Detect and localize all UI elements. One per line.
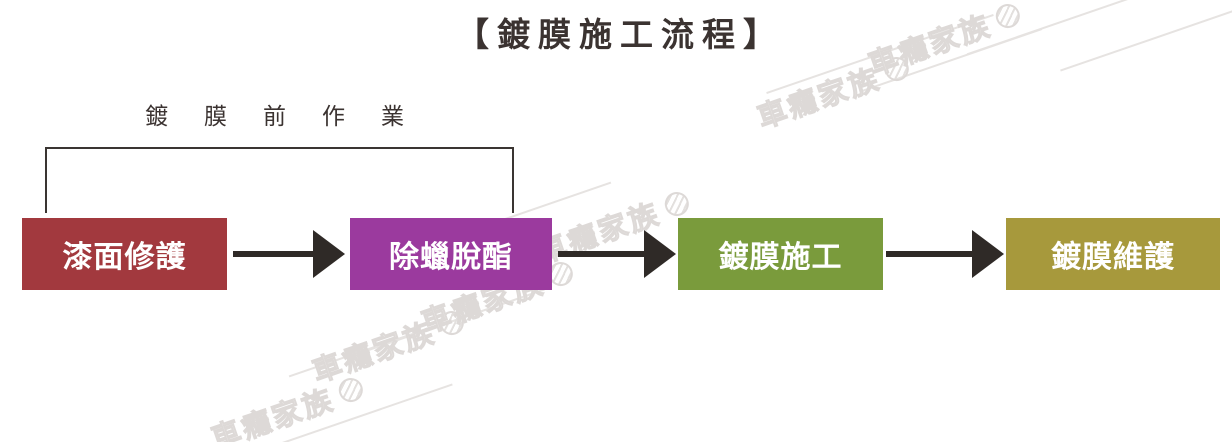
step-label: 鍍膜施工 bbox=[718, 240, 843, 275]
pre-coating-bracket bbox=[45, 147, 514, 213]
step-box-coating-maintain: 鍍膜維護 bbox=[1006, 218, 1220, 290]
step-box-coating-apply: 鍍膜施工 bbox=[678, 218, 883, 290]
arrow-shaft bbox=[558, 251, 648, 257]
watermark: 車癮家族 bbox=[306, 299, 470, 390]
watermark-swirl-circle-icon bbox=[992, 0, 1024, 32]
watermark-swirl-circle-icon bbox=[881, 53, 913, 85]
watermark-line bbox=[766, 13, 994, 95]
watermark-line bbox=[187, 383, 453, 442]
step-label: 鍍膜維護 bbox=[1051, 240, 1175, 275]
watermark-line bbox=[861, 28, 1043, 92]
watermark-text: 車癮家族 bbox=[307, 315, 441, 390]
flow-arrow-2 bbox=[558, 230, 676, 278]
flow-arrow-3 bbox=[886, 230, 1004, 278]
watermark: 車癮家族 bbox=[205, 366, 369, 442]
step-label: 除蠟脫酯 bbox=[389, 240, 513, 275]
flow-arrow-1 bbox=[233, 230, 345, 278]
arrow-head-icon bbox=[972, 230, 1004, 278]
pre-coating-label: 鍍膜前作業 bbox=[145, 104, 440, 130]
diagram-title: 【鍍膜施工流程】 bbox=[456, 15, 784, 54]
watermark-swirl-circle-icon bbox=[436, 307, 468, 339]
watermark-text: 車癮家族 bbox=[752, 61, 886, 136]
step-box-paint-repair: 漆面修護 bbox=[22, 218, 227, 290]
arrow-shaft bbox=[233, 251, 317, 257]
watermark-line bbox=[1060, 4, 1232, 72]
watermark-swirl-circle-icon bbox=[335, 374, 367, 406]
watermark-text: 車癮家族 bbox=[863, 8, 997, 83]
step-box-wax-degrease: 除蠟脫酯 bbox=[350, 218, 552, 290]
watermark-swirl-circle-icon bbox=[661, 188, 693, 220]
watermark-line bbox=[966, 0, 1214, 56]
step-label: 漆面修護 bbox=[62, 240, 187, 275]
watermark: 車癮家族 bbox=[862, 0, 1026, 84]
watermark-text: 車癮家族 bbox=[206, 382, 340, 442]
watermark-line bbox=[288, 326, 432, 378]
arrow-head-icon bbox=[644, 230, 676, 278]
arrow-shaft bbox=[886, 251, 976, 257]
watermark-line bbox=[355, 288, 545, 356]
arrow-head-icon bbox=[313, 230, 345, 278]
watermark: 車癮家族 bbox=[751, 45, 915, 136]
